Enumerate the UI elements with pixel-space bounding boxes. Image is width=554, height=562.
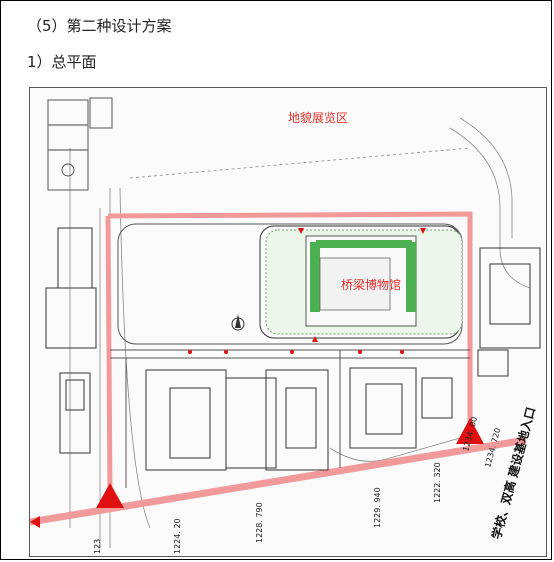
elevation-e3: 1228. 790: [255, 502, 264, 543]
road-arrow-icon: [30, 516, 40, 528]
entrance-sign: 学校、双高 建设基地入口: [488, 405, 538, 540]
marker-triangles: [96, 228, 484, 508]
building-label: 桥梁博物馆: [341, 277, 401, 292]
zone-label-north: 地貌展览区: [288, 110, 348, 125]
boundary-markers: [188, 350, 404, 354]
subsection-heading: 1）总平面: [27, 53, 97, 71]
elevation-e4: 1224. 20: [173, 518, 182, 554]
site-plan-svg: 地貌展览区 桥梁博物馆 1234. 720 1229. 940 1228. 79…: [30, 97, 541, 554]
elevation-e5: 1222. 320: [433, 462, 442, 503]
north-arrow-icon: [231, 314, 245, 331]
elevation-e7: 123: [93, 539, 102, 554]
access-road-band: [30, 436, 527, 526]
elevation-labels: 1234. 720 1229. 940 1228. 790 1224. 20 1…: [93, 416, 502, 554]
section-heading: （5）第二种设计方案: [27, 17, 172, 35]
sports-courts: [47, 97, 113, 191]
elevation-e2: 1229. 940: [373, 487, 382, 528]
building-footprints: [45, 227, 541, 471]
boundary-band: [105, 211, 473, 494]
site-plan-drawing: 地貌展览区 桥梁博物馆 1234. 720 1229. 940 1228. 79…: [29, 87, 547, 557]
museum-grounds: [265, 229, 463, 335]
